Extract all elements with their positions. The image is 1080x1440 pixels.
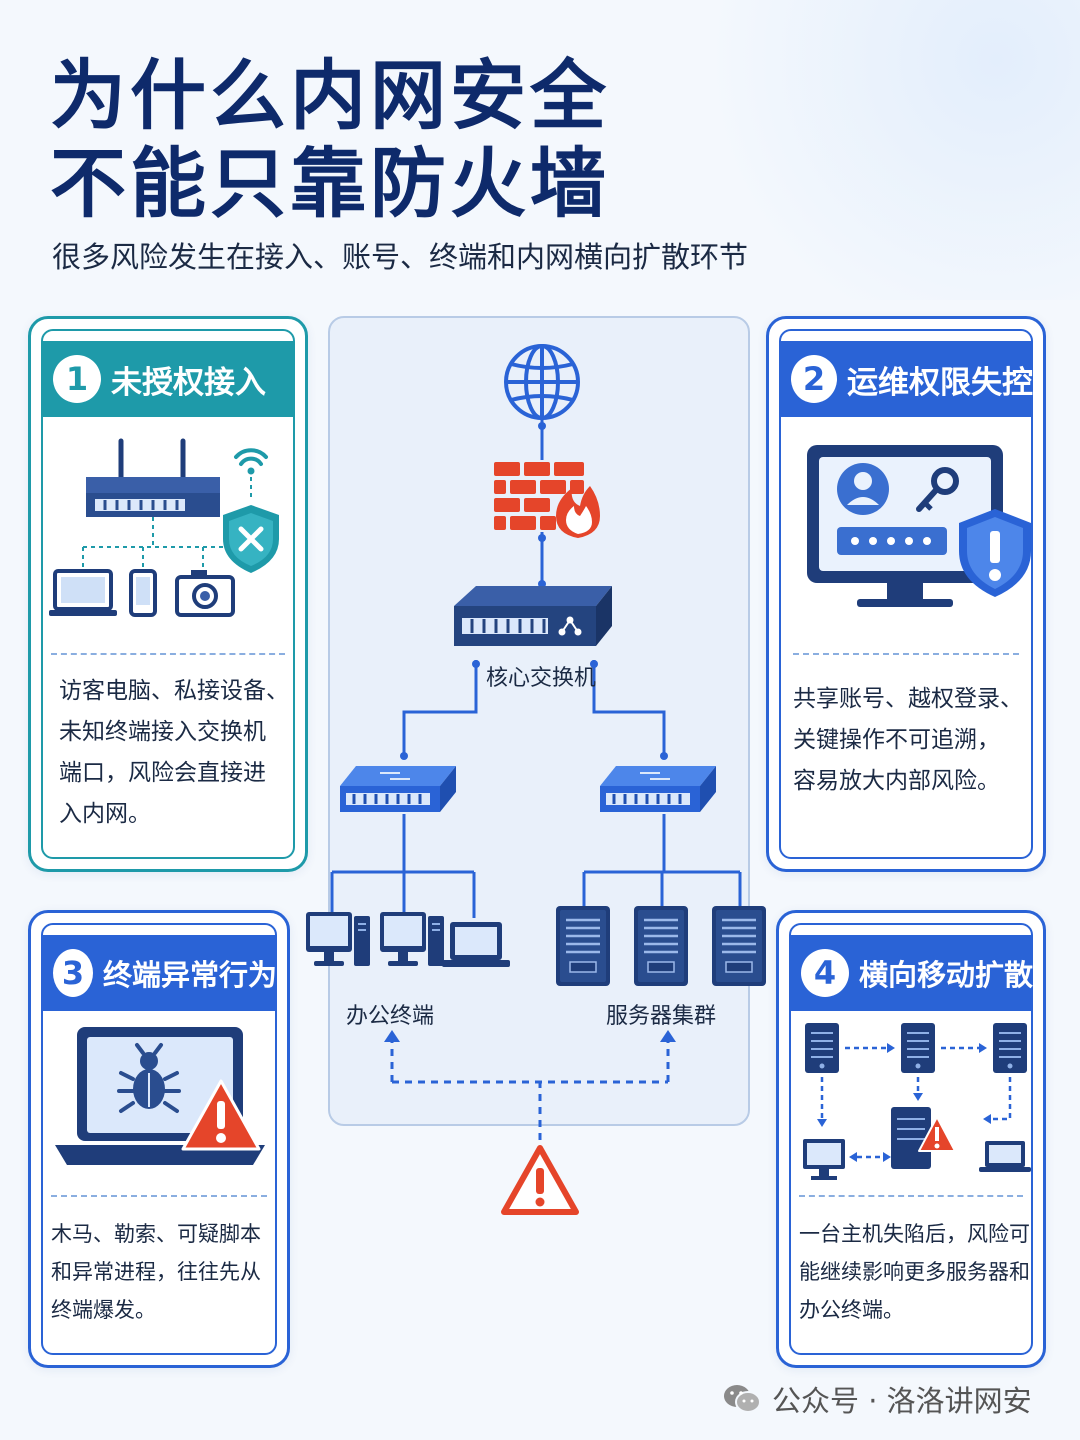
card-header: 4 横向移动扩散: [789, 935, 1033, 1011]
card-number: 2: [791, 355, 837, 403]
card-number: 1: [53, 355, 101, 403]
card-number: 4: [801, 949, 849, 997]
card-desc-line: 终端爆发。: [51, 1298, 156, 1322]
server-cluster-label: 服务器集群: [606, 1004, 717, 1029]
server-rack-icon: [554, 904, 612, 988]
background-decoration: [660, 0, 1080, 300]
server-rack-icon: [632, 904, 690, 988]
card-desc-line: 未知终端接入交换机: [59, 719, 266, 745]
card-desc-line: 共享账号、越权登录、: [793, 686, 1023, 712]
card-endpoint-anomaly: 3 终端异常行为 木马、勒索、可疑脚本 和异常进程，往往先从 终端爆发。: [28, 910, 290, 1368]
card-inner-border: [41, 923, 277, 1355]
warning-icon: [501, 1145, 579, 1215]
card-desc-line: 容易放大内部风险。: [793, 768, 1000, 794]
lateral-movement-illustration: [803, 1022, 1031, 1180]
card-desc-line: 访客电脑、私接设备、: [59, 678, 289, 704]
card-desc-line: 木马、勒索、可疑脚本: [51, 1222, 261, 1246]
card-desc-line: 关键操作不可追溯，: [793, 727, 1000, 753]
card-title: 终端异常行为: [102, 958, 277, 992]
card-header: 1 未授权接入: [41, 341, 295, 417]
page-subtitle: 很多风险发生在接入、账号、终端和内网横向扩散环节: [52, 240, 749, 274]
card-divider: [51, 1195, 267, 1197]
card-ops-permission: 2 运维权限失控 共享账号、越权登录、 关键操作不可追溯， 容易放大内部风险。: [766, 316, 1046, 872]
card-divider: [51, 653, 285, 655]
card-header: 3 终端异常行为: [41, 935, 277, 1011]
card-desc-line: 能继续影响更多服务器和: [799, 1260, 1030, 1284]
card-inner-border: [789, 923, 1033, 1355]
card-description: 木马、勒索、可疑脚本 和异常进程，往往先从 终端爆发。: [51, 1215, 261, 1329]
card-unauthorized-access: 1 未授权接入 访客电脑、私接设备、 未知终端接入交换机 端口，风险会直接进: [28, 316, 308, 872]
card-desc-line: 一台主机失陷后，风险可: [799, 1222, 1030, 1246]
card-desc-line: 端口，风险会直接进: [59, 760, 266, 786]
card-divider: [793, 653, 1019, 655]
internet-globe-icon: [504, 344, 580, 420]
access-switch-office-icon: [338, 764, 458, 814]
monitor-login-illustration: [807, 445, 1031, 607]
core-switch-icon: [454, 586, 612, 646]
card-title: 运维权限失控: [847, 364, 1033, 401]
card-number: 3: [53, 949, 93, 997]
office-laptop-icon: [442, 922, 510, 967]
card-description: 一台主机失陷后，风险可 能继续影响更多服务器和 办公终端。: [799, 1215, 1030, 1329]
router-devices-illustration: [49, 438, 279, 617]
watermark: 公众号 · 洛洛讲网安: [722, 1378, 1032, 1420]
wechat-icon: [724, 1385, 761, 1413]
office-desktop-icon: [306, 912, 371, 967]
card-lateral-movement: 4 横向移动扩散: [776, 910, 1046, 1368]
office-terminals-label: 办公终端: [346, 1004, 435, 1029]
core-switch-label: 核心交换机: [486, 666, 597, 691]
card-divider: [799, 1195, 1023, 1197]
laptop-malware-illustration: [55, 1027, 265, 1165]
card-description: 共享账号、越权登录、 关键操作不可追溯， 容易放大内部风险。: [793, 679, 1023, 802]
access-switch-server-icon: [598, 764, 718, 814]
network-topology-panel: [328, 316, 750, 1126]
card-inner-border: [779, 329, 1033, 859]
card-header: 2 运维权限失控: [779, 341, 1033, 417]
watermark-text: 公众号 · 洛洛讲网安: [772, 1384, 1032, 1418]
card-desc-line: 入内网。: [59, 801, 151, 827]
card-inner-border: [41, 329, 295, 859]
page-title-line1: 为什么内网安全: [50, 51, 610, 140]
card-title: 横向移动扩散: [858, 958, 1033, 992]
card-title: 未授权接入: [111, 364, 266, 401]
office-desktop-icon: [380, 912, 445, 967]
card-desc-line: 和异常进程，往往先从: [51, 1260, 261, 1284]
server-rack-icon: [710, 904, 768, 988]
card-desc-line: 办公终端。: [799, 1298, 904, 1322]
firewall-icon: [494, 462, 600, 538]
page-title-line2: 不能只靠防火墙: [50, 139, 610, 228]
card-description: 访客电脑、私接设备、 未知终端接入交换机 端口，风险会直接进 入内网。: [59, 671, 289, 835]
